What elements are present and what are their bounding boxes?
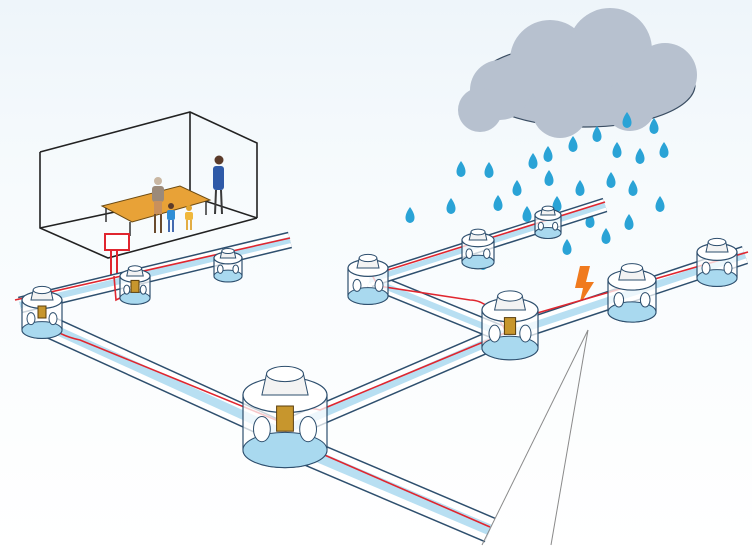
raindrop-icon: [544, 170, 554, 186]
manhole-icon: [481, 290, 539, 361]
manhole-icon: [696, 237, 738, 287]
manhole-group: [21, 205, 738, 469]
raindrop-icon: [635, 148, 645, 164]
sewer-pipe-water: [43, 320, 282, 437]
manhole-icon: [213, 247, 243, 283]
raindrop-icon: [446, 198, 456, 214]
raindrop-icon: [592, 126, 602, 142]
raindrop-icon: [649, 118, 659, 134]
fiber-cable-line: [14, 237, 291, 301]
raindrop-icon: [484, 162, 494, 178]
raindrop-icon: [601, 228, 611, 244]
raindrop-icon: [522, 206, 532, 222]
leader-lines: [481, 329, 589, 546]
raindrop-icon: [568, 136, 578, 152]
manhole-icon: [607, 263, 657, 323]
raindrop-icon: [612, 142, 622, 158]
raindrop-icon: [655, 196, 665, 212]
sensor-box-icon: [37, 305, 47, 319]
raindrop-icon: [659, 142, 669, 158]
manhole-icon: [242, 365, 328, 469]
person-icon: [167, 203, 175, 232]
manhole-icon: [119, 265, 151, 305]
sewer-pipe-water: [19, 236, 291, 309]
manhole-icon: [347, 253, 389, 305]
raindrop-icon: [562, 239, 572, 255]
person-icon: [213, 155, 224, 215]
person-icon: [185, 205, 193, 230]
raindrop-icon: [628, 180, 638, 196]
raindrop-icon: [405, 207, 415, 223]
sensor-box-icon: [503, 317, 517, 335]
rain: [405, 112, 669, 270]
person-icon: [152, 177, 164, 233]
raindrop-icon: [493, 195, 503, 211]
raindrop-icon: [622, 112, 632, 128]
manhole-icon: [534, 205, 562, 240]
lightning-icon: [575, 266, 594, 306]
control-panel-icon: [104, 233, 130, 276]
raindrop-icon: [543, 146, 553, 162]
sensor-box-icon: [276, 405, 294, 432]
raindrop-icon: [456, 161, 466, 177]
cloud-icon-puffs: [458, 8, 697, 138]
raindrop-icon: [512, 180, 522, 196]
raindrop-icon: [624, 214, 634, 230]
manhole-icon: [461, 228, 495, 270]
raindrop-icon: [575, 180, 585, 196]
manhole-icon: [21, 285, 63, 339]
sewer-pipe-water: [287, 440, 493, 535]
sensor-box-icon: [130, 279, 140, 293]
raindrop-icon: [528, 153, 538, 169]
raindrop-icon: [606, 172, 616, 188]
raindrop-icon: [552, 196, 562, 212]
